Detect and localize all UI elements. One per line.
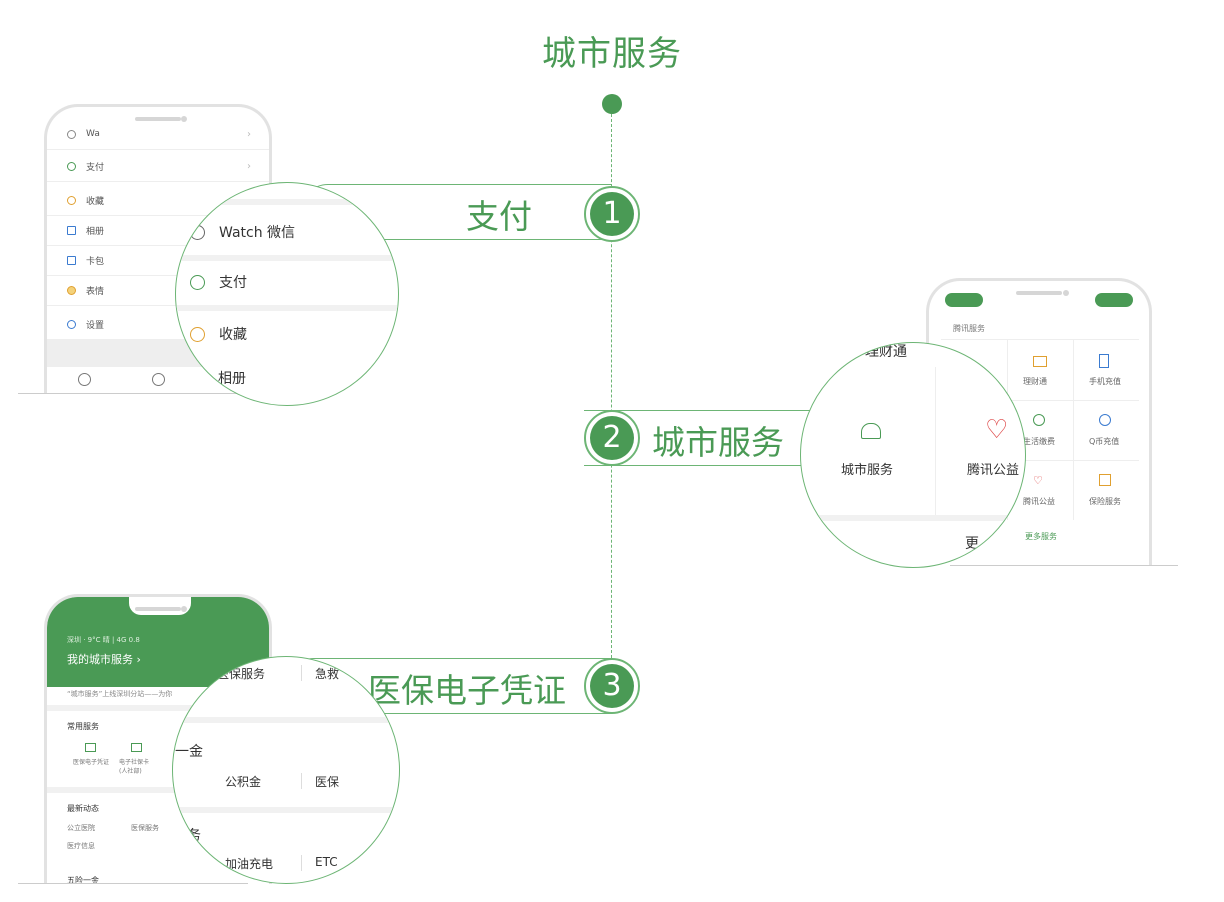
contacts-icon[interactable] — [151, 372, 165, 386]
sticker-icon — [67, 285, 76, 295]
city-services-icon — [861, 423, 881, 439]
phone-notch — [135, 117, 181, 121]
list-item[interactable]: 表情 — [47, 275, 269, 306]
list-item[interactable]: Watch 微信 — [176, 217, 398, 247]
pay-icon — [190, 274, 205, 290]
list-item[interactable]: 收藏 — [176, 319, 398, 349]
step-2-label: 城市服务 — [652, 423, 784, 462]
favorites-icon — [190, 326, 205, 342]
chevron-right-icon: › — [247, 128, 251, 140]
section-title: 腾讯服务 — [953, 324, 985, 333]
phone-topup-icon — [1099, 354, 1109, 368]
timeline-line — [611, 104, 612, 658]
step-1-badge: 1 — [584, 186, 640, 242]
more-services-link[interactable]: 更多服务 — [1025, 532, 1057, 541]
step-3-label: 医保电子凭证 — [368, 671, 566, 710]
service-item-fund[interactable]: 公积金 — [225, 775, 262, 789]
list-item[interactable]: 收藏 — [47, 185, 269, 216]
charity-icon: ♡ — [985, 415, 1009, 445]
service-item[interactable]: 电子社保卡(人社部) — [119, 759, 150, 775]
phone-notch — [135, 607, 181, 611]
watch-icon — [190, 224, 205, 240]
chat-icon[interactable] — [77, 372, 91, 386]
watch-icon — [67, 129, 76, 139]
grid-item[interactable]: 保险服务 — [1089, 497, 1121, 506]
step-1-label: 支付 — [466, 197, 532, 236]
grid-item[interactable]: 生活缴费 — [1023, 437, 1055, 446]
pay-icon — [67, 161, 76, 171]
timeline-start-dot — [602, 94, 622, 114]
notice-bar[interactable]: “城市服务”上线深圳分站——为你 — [67, 690, 173, 698]
step-3-badge: 3 — [584, 658, 640, 714]
magnifier-city-services: 理财通 城市服务 ♡ 腾讯公益 更 — [800, 342, 1026, 568]
service-grid: 理财通 手机充值 生活缴费 Q币充值 腾讯公益 保险服务 ♡ — [941, 339, 1139, 520]
list-item[interactable]: 卡包 — [47, 245, 269, 276]
service-item[interactable]: 医保电子凭证 — [73, 759, 110, 766]
step-2-badge: 2 — [584, 410, 640, 466]
charity-icon: ♡ — [1033, 474, 1043, 487]
grid-item-charity[interactable]: 腾讯公益 — [967, 463, 1020, 478]
favorites-icon — [67, 195, 76, 205]
step-2-band — [584, 410, 834, 466]
album-icon — [67, 225, 76, 235]
list-item[interactable]: 支付› — [47, 151, 269, 182]
list-item[interactable]: 相册 — [47, 215, 269, 246]
qcoin-icon — [1099, 414, 1111, 426]
grid-item[interactable]: Q币充值 — [1089, 437, 1120, 446]
list-item[interactable]: 相册 — [218, 371, 246, 387]
social-card-icon — [131, 743, 142, 752]
list-item[interactable]: 支付 — [176, 267, 398, 297]
insurance-icon — [1099, 474, 1111, 486]
utilities-icon — [1033, 414, 1045, 426]
magnifier-medical-voucher: 医保服务 急救 一金 公积金 医保 务 加油充电 ETC — [172, 656, 400, 884]
magnifier-wechat-pay: Watch 微信 支付 收藏 相册 — [175, 182, 399, 406]
wallet-icon — [1033, 356, 1047, 367]
grid-item[interactable]: 腾讯公益 — [1023, 497, 1055, 506]
grid-item[interactable]: 手机充值 — [1089, 377, 1121, 386]
list-item[interactable]: Wa› — [47, 119, 269, 150]
city-services-title[interactable]: 我的城市服务 › — [67, 653, 141, 666]
medical-card-icon — [85, 743, 96, 752]
settings-icon — [67, 319, 76, 329]
service-item-charging[interactable]: 加油充电 — [225, 857, 274, 871]
chevron-right-icon: › — [247, 160, 251, 172]
service-item-medical[interactable]: 医保 — [315, 775, 340, 789]
grid-item[interactable]: 理财通 — [1023, 377, 1047, 386]
card-icon — [67, 255, 76, 265]
page-title: 城市服务 — [542, 34, 682, 74]
grid-item-city-services[interactable]: 城市服务 — [841, 463, 894, 478]
phone-notch — [1016, 291, 1062, 295]
service-item-etc[interactable]: ETC — [315, 855, 338, 869]
